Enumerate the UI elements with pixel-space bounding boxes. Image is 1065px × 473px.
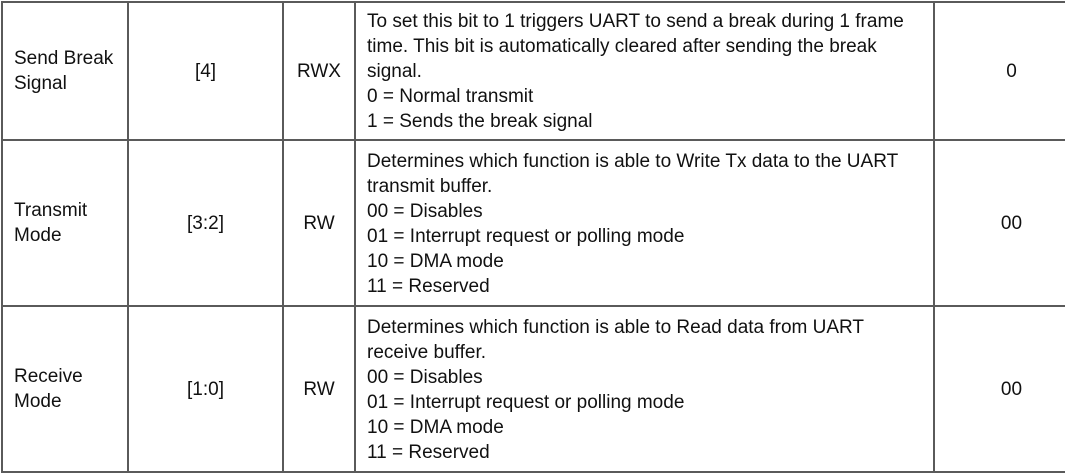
reset-value-cell: 0	[933, 1, 1065, 141]
field-name-cell: Transmit Mode	[1, 139, 129, 307]
field-name-cell: Receive Mode	[1, 305, 129, 473]
description-line: 0 = Normal transmit	[367, 86, 534, 107]
description-line: 1 = Sends the break signal	[367, 111, 593, 132]
description-line: 11 = Reserved	[367, 441, 490, 463]
table-row: Transmit Mode [3:2] RW Determines which …	[1, 139, 1065, 307]
table-row: Receive Mode [1:0] RW Determines which f…	[1, 305, 1065, 473]
description-cell: Determines which function is able to Wri…	[354, 139, 935, 307]
bit-range-cell: [3:2]	[127, 139, 284, 307]
access-type-cell: RWX	[282, 1, 356, 141]
description-line: Determines which function is able to Rea…	[367, 316, 864, 363]
description-line: 01 = Interrupt request or polling mode	[367, 225, 685, 247]
access-type-cell: RW	[282, 305, 356, 473]
bit-range-cell: [1:0]	[127, 305, 284, 473]
bit-range-cell: [4]	[127, 1, 284, 141]
table-row: Send Break Signal [4] RWX To set this bi…	[1, 1, 1065, 141]
description-line: 11 = Reserved	[367, 275, 490, 297]
description-line: Determines which function is able to Wri…	[367, 150, 898, 197]
description-line: 00 = Disables	[367, 366, 483, 388]
description-line: 01 = Interrupt request or polling mode	[367, 391, 685, 413]
field-name-cell: Send Break Signal	[1, 1, 129, 141]
access-type-cell: RW	[282, 139, 356, 307]
reset-value-cell: 00	[933, 139, 1065, 307]
description-line: 10 = DMA mode	[367, 416, 504, 438]
description-cell: Determines which function is able to Rea…	[354, 305, 935, 473]
description-line: 00 = Disables	[367, 200, 483, 222]
description-cell: To set this bit to 1 triggers UART to se…	[354, 1, 935, 141]
description-line: To set this bit to 1 triggers UART to se…	[367, 11, 904, 82]
reset-value-cell: 00	[933, 305, 1065, 473]
description-line: 10 = DMA mode	[367, 250, 504, 272]
